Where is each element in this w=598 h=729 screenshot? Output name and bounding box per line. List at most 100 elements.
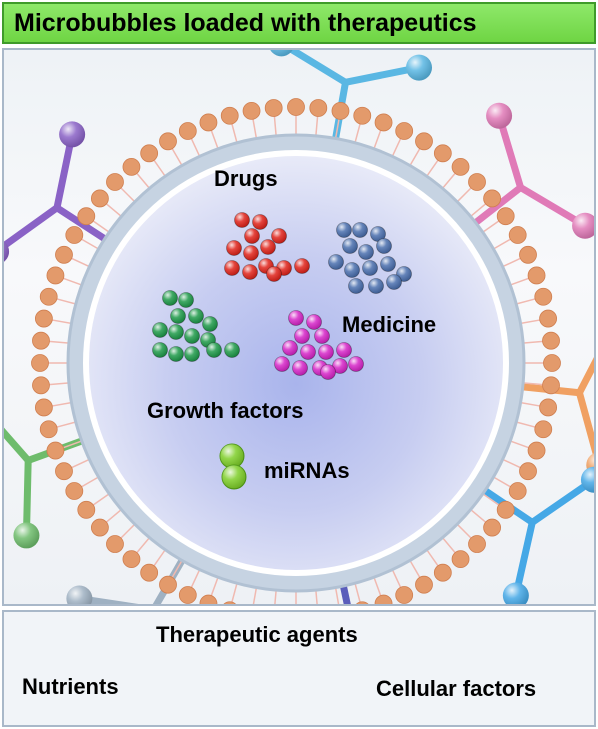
light-blue-ligand-icon [479,466,594,604]
lipid-head [242,101,261,120]
lipid-head [527,266,546,285]
lipid-head [39,287,58,306]
lipid-tail-layer [48,115,544,604]
lipid-head [539,309,558,328]
lipid-tail [105,507,124,523]
lipid-tail [210,129,220,151]
lipid-head [451,550,470,569]
lipid-head [140,563,159,582]
lipid-tail [51,401,74,407]
lipid-head [415,132,433,151]
lipid-tail [468,203,487,219]
lipid-head [178,586,197,604]
label-cellular-factors: Cellular factors [376,676,537,701]
lipid-tail [62,439,84,449]
lipid-head [199,594,218,604]
lipid-tail [480,492,500,506]
sky-blue-ligand-icon [270,50,433,144]
lipid-tail [518,401,541,407]
lipid-tail [48,381,71,386]
lipid-tail [440,172,456,191]
lipid-head [90,518,109,537]
lipid-tail [56,420,78,428]
lipid-head [106,535,124,553]
lipid-head [31,354,49,372]
lipid-head [159,575,177,594]
lipid-head [374,113,393,132]
lipid-tail [508,439,530,449]
lipid-tail [514,298,536,306]
label-growth-factors: Growth factors [147,398,303,423]
diagram-panel: Drugs Medicine Growth factors miRNAs [2,48,596,606]
lipid-tail [252,585,258,604]
lipid-tail [70,257,92,269]
label-nutrients: Nutrients [22,674,119,699]
medicine-particles [328,222,412,294]
lipid-tail [153,547,167,567]
lipid-tail [231,581,239,603]
lipid-tail [334,118,340,141]
lipid-tail [491,238,512,251]
lipid-head [90,189,109,208]
lipid-head [309,99,328,117]
lipid-head [287,98,305,116]
label-medicine: Medicine [342,312,436,337]
lipid-tail [408,558,421,579]
lipid-tail [353,123,361,145]
lipid-tail [425,159,439,179]
lipid-head [65,226,84,244]
lipid-head [39,420,58,439]
lipid-head [264,99,283,117]
lipid-head [106,173,124,191]
lipid-head [433,563,452,582]
lipid-head [519,245,537,264]
lipid-tail [390,567,402,589]
lipid-head [122,157,141,176]
lipid-head [355,601,369,604]
title-bar: Microbubbles loaded with therapeutics [2,2,596,44]
lipid-tail [136,172,152,191]
lipid-head [374,594,393,604]
lipid-head [433,144,452,163]
lipid-head [508,226,527,244]
lipid-tail [480,220,500,234]
lipid-tail [372,575,382,597]
lipid-head [34,398,53,417]
lipid-tail [468,507,487,523]
lipid-head [353,106,372,125]
lipid-tail [92,492,112,506]
lipid-tail [440,535,456,554]
lipid-tail [500,457,522,469]
lipid-head [483,518,502,537]
lipid-tail [210,575,220,597]
lipid-head [395,586,414,604]
lipid-tail [514,420,536,428]
label-mirnas: miRNAs [264,458,350,483]
lipid-head [496,207,515,226]
lipid-head [122,550,141,569]
lipid-head [542,376,560,395]
lipid-tail [56,298,78,306]
lipid-tail [334,585,340,604]
lipid-tail [120,187,137,204]
lipid-tail [120,522,137,539]
lipid-tail [80,475,101,488]
lipid-tail [390,137,402,159]
lipid-tail [521,340,544,345]
lipid-head [220,106,239,125]
lipid-tail [51,319,74,325]
lipid-head-layer [31,98,561,604]
lipid-head [46,266,65,285]
lipid-tail [314,588,318,604]
lipid-head [199,113,218,132]
lipid-tail [62,277,84,287]
lipid-tail [372,129,382,151]
lipid-head [331,101,350,120]
mirna-icon [219,443,247,490]
lipid-head [55,462,73,481]
lipid-head [534,287,553,306]
lipid-head [468,535,486,553]
lipid-tail [105,203,124,219]
lipid-tail [491,475,512,488]
